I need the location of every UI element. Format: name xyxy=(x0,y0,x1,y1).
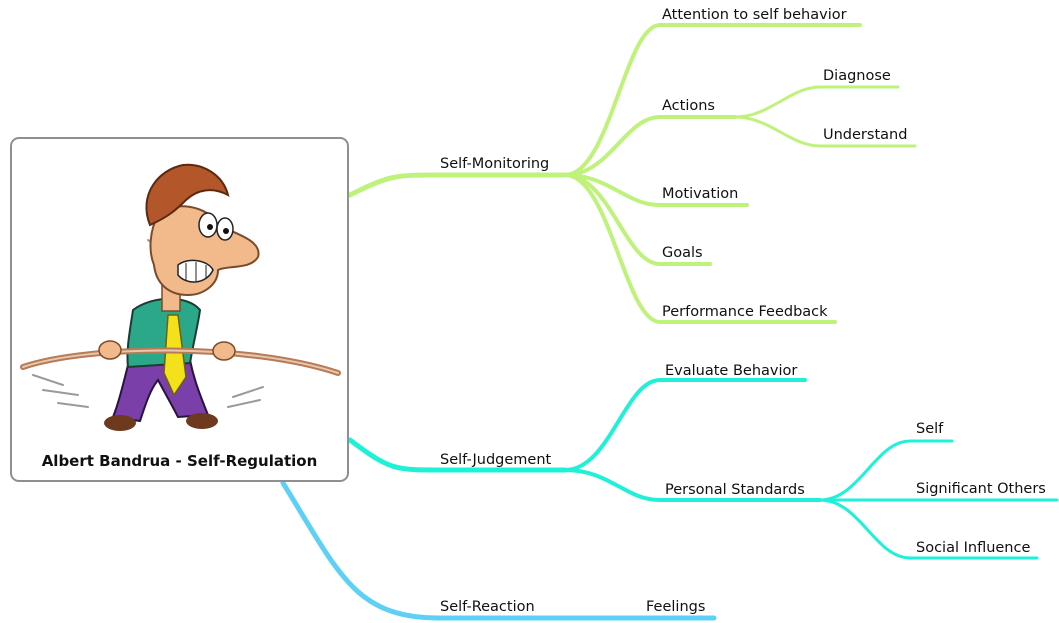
topic-personal-standards[interactable]: Personal Standards xyxy=(665,482,805,498)
topic-feelings[interactable]: Feelings xyxy=(646,599,706,615)
topic-actions[interactable]: Actions xyxy=(662,98,715,114)
topic-self-judgement[interactable]: Self-Judgement xyxy=(440,452,552,468)
self-monitoring-links xyxy=(347,23,917,324)
self-reaction-links xyxy=(280,480,717,621)
topic-significant-others[interactable]: Significant Others xyxy=(916,481,1046,497)
topic-social-influence[interactable]: Social Influence xyxy=(916,540,1031,556)
self-judgement-links xyxy=(347,378,1059,560)
topic-self[interactable]: Self xyxy=(916,421,944,437)
topic-evaluate-behavior[interactable]: Evaluate Behavior xyxy=(665,363,798,379)
central-topic-title: Albert Bandrua - Self-Regulation xyxy=(41,452,318,470)
tightrope-man-illustration xyxy=(20,163,341,431)
topic-goals[interactable]: Goals xyxy=(662,245,703,261)
topic-self-reaction[interactable]: Self-Reaction xyxy=(440,599,535,615)
topic-performance-feedback[interactable]: Performance Feedback xyxy=(662,304,828,320)
topic-attention-to-self-behavior[interactable]: Attention to self behavior xyxy=(662,7,847,23)
topic-understand[interactable]: Understand xyxy=(823,127,908,143)
central-topic[interactable]: Albert Bandrua - Self-Regulation xyxy=(10,137,349,482)
topic-motivation[interactable]: Motivation xyxy=(662,186,739,202)
topic-diagnose[interactable]: Diagnose xyxy=(823,68,891,84)
topic-self-monitoring[interactable]: Self-Monitoring xyxy=(440,156,550,172)
